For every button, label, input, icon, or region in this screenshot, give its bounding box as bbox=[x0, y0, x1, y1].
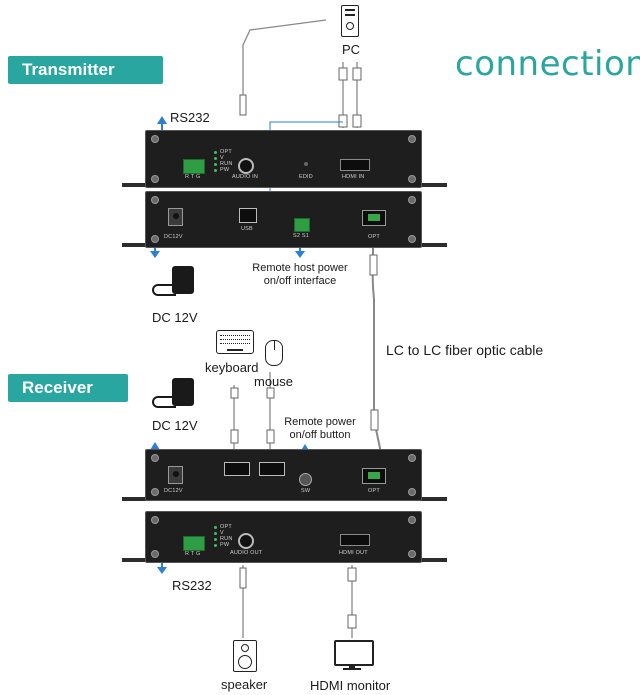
usb-a-port-mouse bbox=[259, 462, 285, 476]
power-adapter-icon-2 bbox=[150, 378, 196, 410]
hdmi-monitor-label: HDMI monitor bbox=[310, 678, 391, 693]
audio-plug bbox=[239, 94, 247, 116]
pc-label: PC bbox=[342, 42, 361, 57]
speaker-icon bbox=[233, 640, 257, 672]
tx-rs232-terminal bbox=[183, 159, 205, 174]
receiver-tag: Receiver bbox=[8, 374, 128, 402]
rs232-top-label: RS232 bbox=[170, 110, 210, 125]
transmitter-tag: Transmitter bbox=[8, 56, 163, 84]
tx-dc-jack bbox=[168, 208, 183, 226]
speaker-label: speaker bbox=[221, 677, 268, 692]
usb-b-port bbox=[239, 208, 257, 223]
fiber-label: LC to LC fiber optic cable bbox=[386, 342, 544, 358]
keyboard-icon bbox=[216, 330, 254, 354]
hdmi-out-port bbox=[340, 534, 370, 546]
rx-dc-jack bbox=[168, 466, 183, 484]
rx-rs232-terminal bbox=[183, 536, 205, 551]
audio-cable bbox=[242, 19, 327, 110]
tx-back-panel: DC12V USB S2 S1 OPT bbox=[145, 191, 422, 248]
page-title: connection bbox=[455, 44, 640, 84]
hdmi-in-port bbox=[340, 159, 370, 171]
mouse-icon bbox=[265, 340, 283, 366]
rs232-bottom-label: RS232 bbox=[172, 578, 212, 593]
tx-opt-port bbox=[362, 210, 386, 226]
tx-front-panel: R T G OPT V RUN PW AUDIO IN EDID HDMI IN bbox=[145, 130, 422, 188]
monitor-icon bbox=[334, 640, 374, 666]
dc12v-top-label: DC 12V bbox=[152, 310, 198, 325]
audio-in-jack bbox=[238, 158, 254, 174]
usb-a-port-keyboard bbox=[224, 462, 250, 476]
edid-button bbox=[304, 162, 308, 166]
mouse-label: mouse bbox=[254, 374, 294, 389]
audio-out-jack bbox=[238, 533, 254, 549]
rx-opt-port bbox=[362, 468, 386, 484]
pc-icon bbox=[341, 5, 359, 37]
power-adapter-icon bbox=[150, 266, 196, 298]
keyboard-label: keyboard bbox=[205, 360, 259, 375]
dc12v-mid-label: DC 12V bbox=[152, 418, 198, 433]
s2s1-terminal bbox=[294, 218, 310, 232]
sw-button bbox=[299, 473, 312, 486]
rx-front-panel: R T G OPT V RUN PW AUDIO OUT HDMI OUT bbox=[145, 511, 422, 563]
rx-back-panel: DC12V SW OPT bbox=[145, 449, 422, 501]
